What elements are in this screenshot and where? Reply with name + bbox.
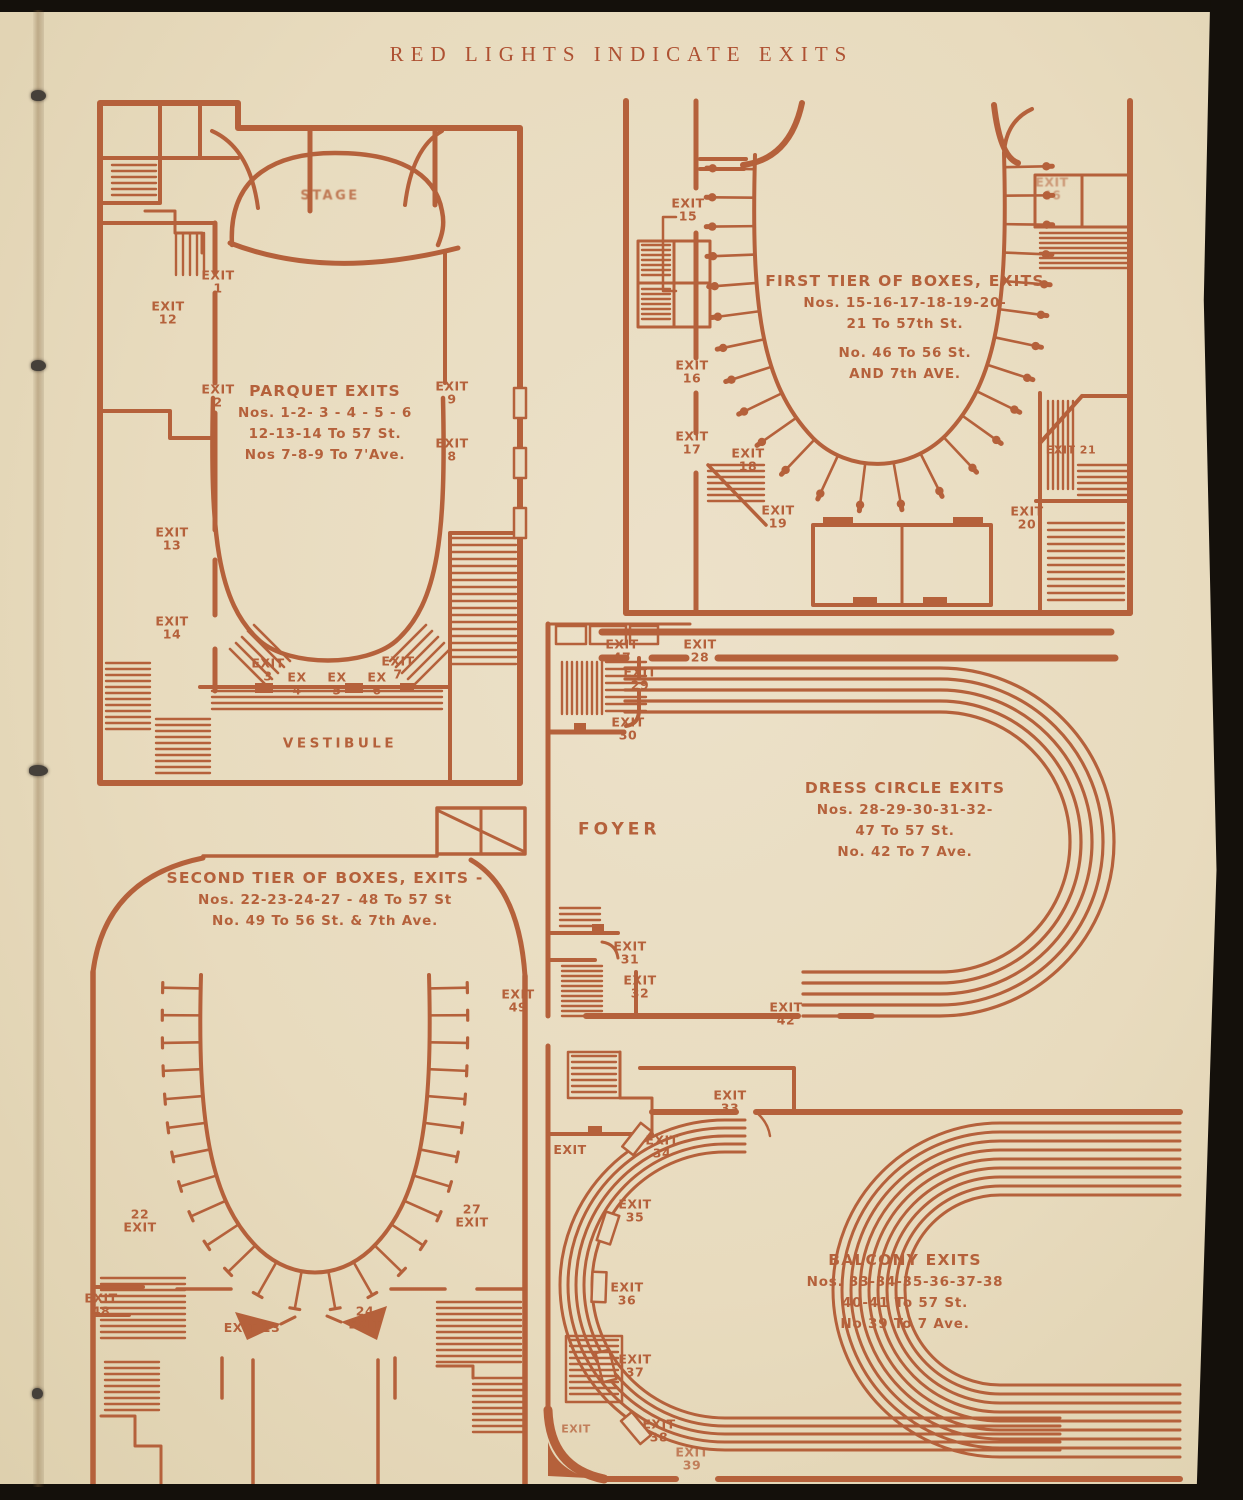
exit-21-label: EXIT 21 xyxy=(1045,443,1097,457)
exit-32-label: EXIT 32 xyxy=(623,972,657,1000)
exit-35-label: EXIT 35 xyxy=(618,1196,652,1224)
second-tier-exits-note: SECOND TIER OF BOXES, EXITS - Nos. 22-23… xyxy=(166,869,484,929)
exit-9-label: EXIT 9 xyxy=(435,378,469,406)
exit-3-label: EXIT 3 xyxy=(251,655,285,683)
exit-48-label: EXIT 48 xyxy=(84,1290,118,1318)
exit-8-label: EXIT 8 xyxy=(435,435,469,463)
binding-staple xyxy=(31,90,46,101)
first-tier-plan-drawing xyxy=(623,98,1133,616)
exit-34-label: EXIT 34 xyxy=(645,1132,679,1160)
exit-12-label: EXIT 12 xyxy=(151,298,185,326)
dress-circle-floor-plan: EXIT 47 EXIT 28 EXIT 29 EXIT 30 FOYER EX… xyxy=(540,612,1215,1032)
second-tier-floor-plan: SECOND TIER OF BOXES, EXITS - Nos. 22-23… xyxy=(84,800,535,1495)
exit-36-label: EXIT 36 xyxy=(610,1279,644,1307)
exit-4-label: EX 4 xyxy=(287,669,307,697)
exit-6-label: EX 6 xyxy=(367,669,387,697)
first-tier-exits-note: FIRST TIER OF BOXES, EXITS Nos. 15-16-17… xyxy=(765,272,1045,382)
binding-staple xyxy=(29,765,48,776)
exit-16-label: EXIT 16 xyxy=(675,357,709,385)
exit-37-label: EXIT 37 xyxy=(618,1351,652,1379)
stage-label: STAGE xyxy=(300,188,360,204)
exit-39-label: EXIT 39 xyxy=(675,1444,709,1472)
exit-17-label: EXIT 17 xyxy=(675,428,709,456)
exit-31-label: EXIT 31 xyxy=(613,938,647,966)
exit-5-label: EX 5 xyxy=(327,669,347,697)
exit-24-label: 24 EXIT xyxy=(348,1303,382,1331)
exit-bottom-label: EXIT xyxy=(561,1422,591,1436)
dress-circle-plan-drawing xyxy=(545,621,1119,1019)
exit-left-label: EXIT xyxy=(553,1141,587,1157)
exit-18-label: EXIT 18 xyxy=(731,445,765,473)
dress-circle-exits-note: DRESS CIRCLE EXITS Nos. 28-29-30-31-32- … xyxy=(804,779,1006,860)
binding-staple xyxy=(31,360,46,371)
exit-27-label: 27 EXIT xyxy=(455,1201,489,1229)
foyer-label: FOYER xyxy=(578,819,661,840)
exit-28-label: EXIT 28 xyxy=(683,636,717,664)
exit-15-label: EXIT 15 xyxy=(671,195,705,223)
exit-7-label: EXIT 7 xyxy=(381,653,415,681)
parquet-plan-drawing xyxy=(97,100,528,786)
program-page: RED LIGHTS INDICATE EXITS xyxy=(0,10,1243,1491)
exit-38-label: EXIT 38 xyxy=(642,1416,676,1444)
exit-20-label: EXIT 20 xyxy=(1010,503,1044,531)
exit-2-label: EXIT 2 xyxy=(201,381,235,409)
exit-14-label: EXIT 14 xyxy=(155,613,189,641)
first-tier-floor-plan: EXIT 15 EXIT 16 EXIT 17 EXIT 18 EXIT 19 … xyxy=(608,93,1140,622)
exit-49-label: EXIT 49 xyxy=(501,986,535,1014)
page-title: RED LIGHTS INDICATE EXITS xyxy=(389,42,854,66)
balcony-plan-drawing xyxy=(543,1043,1183,1484)
photo-edge-top xyxy=(0,0,1243,12)
exit-13-label: EXIT 13 xyxy=(155,524,189,552)
balcony-floor-plan: EXIT 33 EXIT EXIT 34 EXIT 35 EXIT 36 EXI… xyxy=(540,1038,1215,1500)
exit-30-label: EXIT 30 xyxy=(611,714,645,742)
exit-42-label: EXIT 42 xyxy=(769,999,803,1027)
binding-crease xyxy=(33,10,44,1487)
exit-46-label: EXIT 46 xyxy=(1035,174,1069,202)
binding-staple xyxy=(32,1388,43,1399)
balcony-exits-note: BALCONY EXITS Nos. 33-34-35-36-37-38 40-… xyxy=(806,1251,1004,1332)
exit-33-label: EXIT 33 xyxy=(713,1087,747,1115)
exit-19-label: EXIT 19 xyxy=(761,502,795,530)
exit-1-label: EXIT 1 xyxy=(201,267,235,295)
exit-22-label: 22 EXIT xyxy=(123,1206,157,1234)
exit-23-label: EXIT 23 xyxy=(223,1319,281,1335)
parquet-exits-note: PARQUET EXITS Nos. 1-2- 3 - 4 - 5 - 6 12… xyxy=(237,382,413,463)
exit-47-label: EXIT 47 xyxy=(605,636,639,664)
parquet-floor-plan: STAGE EXIT 1 EXIT 12 EXIT 2 EXIT 9 EXIT … xyxy=(90,93,535,798)
vestibule-label: VESTIBULE xyxy=(282,735,398,752)
second-tier-plan-drawing xyxy=(90,806,528,1491)
exit-29-label: EXIT 29 xyxy=(623,664,657,692)
photo-edge-bottom xyxy=(0,1484,1243,1500)
